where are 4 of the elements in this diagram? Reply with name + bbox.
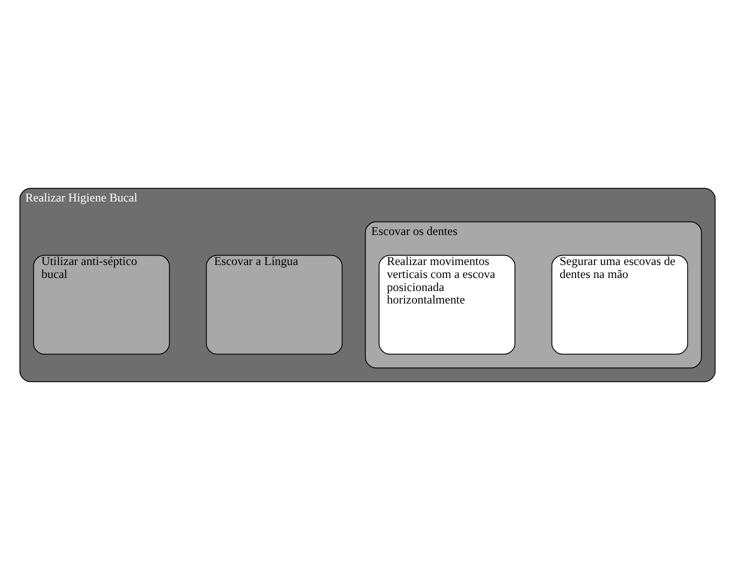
node-box: Utilizar anti-séptico bucal: [33, 254, 170, 354]
node-box: Escovar a Língua: [206, 254, 343, 354]
node-box: Realizar movimentos verticais com a escova posicionada horizontalmente: [378, 254, 516, 354]
node-box: Segurar uma escovas de dentes na mão: [551, 254, 688, 354]
